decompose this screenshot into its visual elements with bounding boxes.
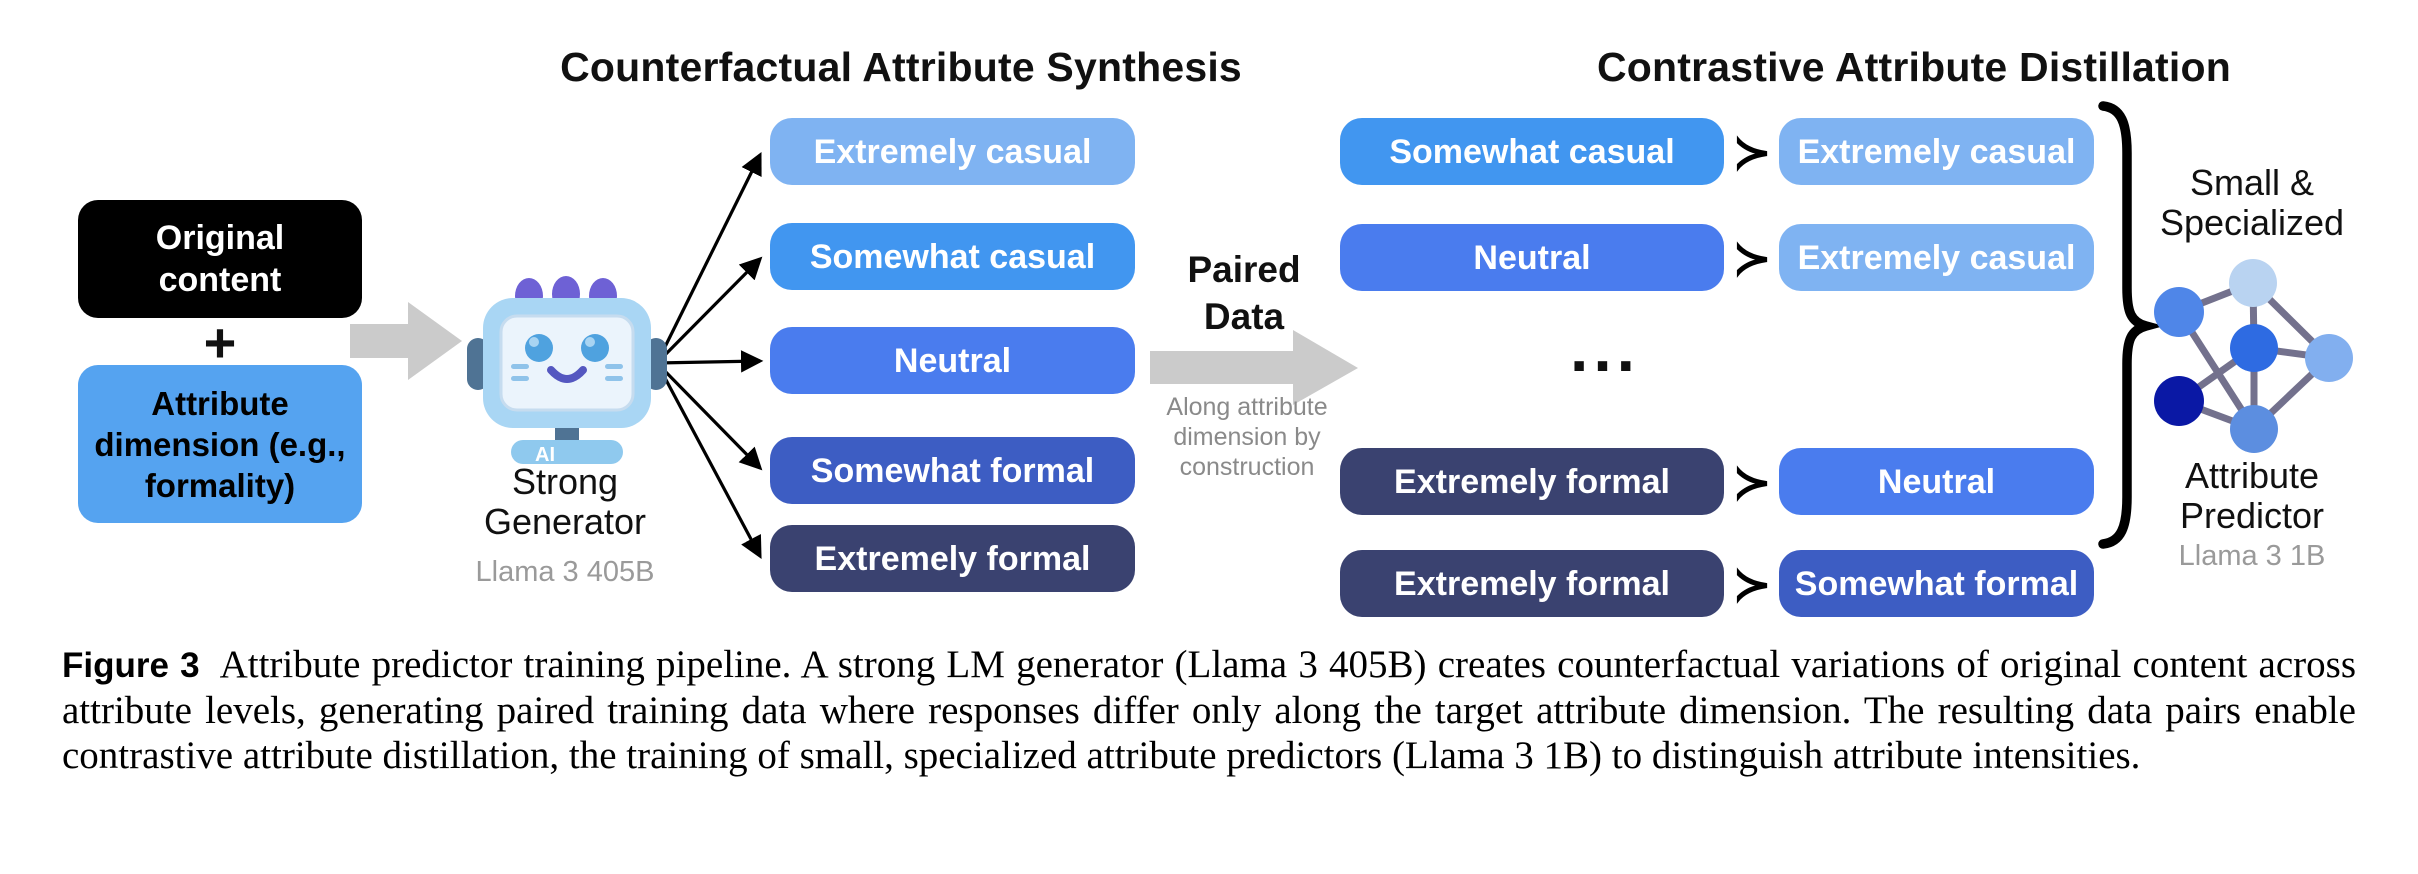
pair-label: Somewhat casual bbox=[1389, 132, 1675, 171]
level-label: Somewhat casual bbox=[809, 237, 1096, 276]
pair-label: Neutral bbox=[1473, 238, 1591, 277]
neural-network-icon bbox=[2154, 259, 2353, 453]
arrow-to-extremely-formal-icon bbox=[655, 362, 762, 559]
pair-2-succ-symbol: ≻ bbox=[1732, 232, 1772, 284]
pair-4-succ-symbol: ≻ bbox=[1732, 558, 1772, 610]
arrow-to-somewhat-casual-icon bbox=[655, 256, 763, 365]
pair-label: Somewhat formal bbox=[1794, 564, 2079, 603]
original-content-label: Original content bbox=[155, 219, 285, 299]
strong-generator-label: Strong Generator bbox=[483, 461, 647, 542]
gray-arrow-inputs-to-generator-icon bbox=[350, 302, 462, 380]
pair-1-left-box: Somewhat casual bbox=[1340, 118, 1724, 185]
pairs-ellipsis: ... bbox=[1569, 311, 1640, 385]
level-somewhat-formal: Somewhat formal bbox=[770, 437, 1135, 504]
figure-caption-number: Figure 3 bbox=[62, 646, 200, 685]
attribute-dimension-label: Attribute dimension (e.g., formality) bbox=[94, 384, 346, 504]
curly-brace-icon bbox=[2098, 101, 2165, 549]
arrow-to-neutral-icon bbox=[656, 350, 764, 373]
paired-data-label: Paired Data bbox=[1187, 249, 1301, 337]
strong-generator-model: Llama 3 405B bbox=[475, 556, 655, 588]
section-title-counterfactual-synthesis: Counterfactual Attribute Synthesis bbox=[560, 44, 1242, 90]
attribute-predictor-model: Llama 3 1B bbox=[2178, 540, 2326, 572]
robot-chip-label: AI bbox=[535, 444, 555, 464]
level-label: Neutral bbox=[893, 341, 1012, 380]
level-somewhat-casual: Somewhat casual bbox=[770, 223, 1135, 290]
pair-3-succ-symbol: ≻ bbox=[1732, 456, 1772, 508]
pair-2-left-box: Neutral bbox=[1340, 224, 1724, 291]
level-label: Extremely formal bbox=[814, 539, 1091, 578]
level-neutral: Neutral bbox=[770, 327, 1135, 394]
section-title-contrastive-distillation: Contrastive Attribute Distillation bbox=[1597, 44, 2231, 90]
pair-4-right-box: Somewhat formal bbox=[1779, 550, 2094, 617]
attribute-dimension-box: Attribute dimension (e.g., formality) bbox=[78, 365, 362, 523]
pair-label: Extremely casual bbox=[1797, 132, 2076, 171]
small-specialized-label: Small & Specialized bbox=[2159, 162, 2345, 243]
level-label: Extremely casual bbox=[813, 132, 1092, 171]
pair-label: Extremely formal bbox=[1394, 462, 1670, 501]
fan-arrows bbox=[655, 151, 764, 559]
arrow-to-extremely-casual-icon bbox=[655, 151, 762, 364]
pair-3-right-box: Neutral bbox=[1779, 448, 2094, 515]
pair-label: Neutral bbox=[1877, 462, 1996, 501]
pair-1-right-box: Extremely casual bbox=[1779, 118, 2094, 185]
original-content-box: Original content bbox=[78, 200, 362, 318]
attribute-predictor-label: Attribute Predictor bbox=[2179, 455, 2325, 536]
arrow-to-somewhat-formal-icon bbox=[655, 361, 763, 471]
paired-data-note: Along attribute dimension by constructio… bbox=[1166, 393, 1328, 481]
gray-arrow-paired-data-icon bbox=[1150, 330, 1358, 405]
level-extremely-casual: Extremely casual bbox=[770, 118, 1135, 185]
pair-2-right-box: Extremely casual bbox=[1779, 224, 2094, 291]
pair-label: Extremely formal bbox=[1394, 564, 1670, 603]
pair-1-succ-symbol: ≻ bbox=[1732, 126, 1772, 178]
robot-generator-icon: AI bbox=[467, 276, 667, 464]
pair-label: Extremely casual bbox=[1797, 238, 2076, 277]
pair-3-left-box: Extremely formal bbox=[1340, 448, 1724, 515]
figure-caption-text: Attribute predictor training pipeline. A… bbox=[62, 643, 2357, 777]
level-label: Somewhat formal bbox=[810, 451, 1095, 490]
plus-sign: + bbox=[203, 311, 237, 374]
pair-4-left-box: Extremely formal bbox=[1340, 550, 1724, 617]
level-extremely-formal: Extremely formal bbox=[770, 525, 1135, 592]
